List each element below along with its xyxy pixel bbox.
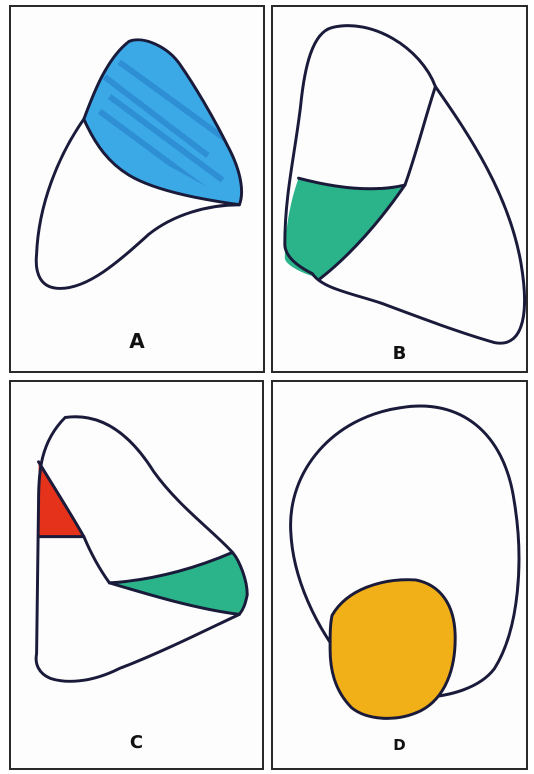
- shape-d: [273, 382, 526, 768]
- shape-c: [11, 382, 262, 768]
- shape-b: [273, 7, 526, 371]
- panel-label: C: [11, 732, 262, 753]
- shape-a: [11, 7, 263, 371]
- teal-region: [109, 552, 247, 614]
- panel-c: C: [9, 380, 264, 770]
- panel-d: D: [271, 380, 528, 770]
- panel-a: A: [9, 5, 265, 373]
- panel-label: B: [273, 343, 526, 364]
- teal-region: [285, 178, 405, 278]
- panel-b: B: [271, 5, 528, 373]
- panel-label: D: [273, 736, 526, 754]
- panel-label: A: [11, 329, 263, 353]
